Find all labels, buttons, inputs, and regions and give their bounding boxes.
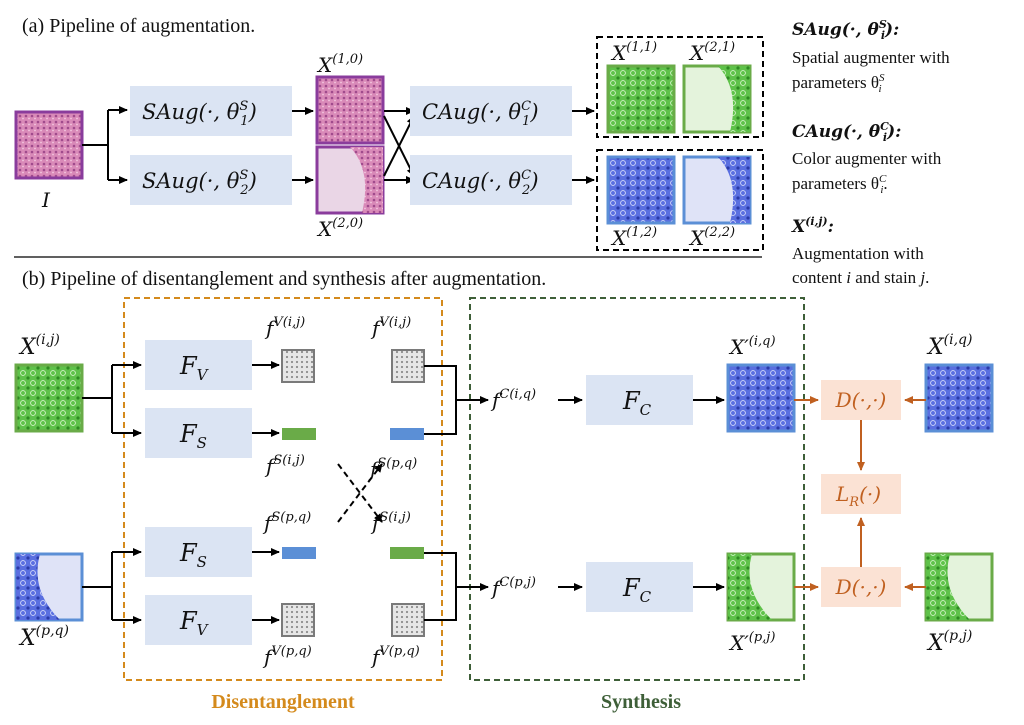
xpq-texture bbox=[16, 554, 60, 620]
input-branch-connector bbox=[82, 106, 128, 184]
xpiq-image bbox=[726, 363, 796, 433]
xpj-texture bbox=[926, 554, 970, 620]
fs-top-box bbox=[145, 408, 252, 458]
swap-arrow-down bbox=[337, 463, 383, 523]
xiq-label: X(i,q) bbox=[926, 332, 973, 360]
fspq-label-right-top: fS(p,q) bbox=[368, 456, 417, 481]
xpiq-label: X′(i,q) bbox=[728, 334, 776, 359]
fv-bottom-label: FV bbox=[179, 607, 210, 639]
fvij-feature-left bbox=[281, 349, 315, 383]
input-image bbox=[14, 110, 84, 180]
fspq-feature-right bbox=[390, 428, 424, 440]
d-top-box bbox=[821, 380, 901, 420]
fc-bottom-box bbox=[586, 562, 693, 612]
fciq-label: fC(i,q) bbox=[490, 387, 536, 412]
fvpq-label-left: fV(p,q) bbox=[262, 644, 312, 669]
xij-branch-connector bbox=[82, 361, 142, 437]
d-bottom-box bbox=[821, 567, 901, 607]
fspq-label-left: fS(p,q) bbox=[262, 510, 311, 535]
fvij-feature-right bbox=[391, 349, 425, 383]
blue-output-group bbox=[596, 149, 764, 251]
x20-label: X(2,0) bbox=[316, 216, 363, 241]
fv-top-label: FV bbox=[179, 352, 210, 384]
legend-caug-desc1: Color augmenter with bbox=[792, 149, 942, 168]
fs-bottom-label: FS bbox=[179, 539, 207, 571]
fcpj-label: fC(p,j) bbox=[490, 575, 536, 600]
x22-label: X(2,2) bbox=[688, 225, 735, 250]
legend-x-desc2: content i and stain j. bbox=[792, 268, 929, 287]
panel-a-caption: (a) Pipeline of augmentation. bbox=[22, 15, 255, 37]
fv-bottom-box bbox=[145, 595, 252, 645]
fvij-label-left: fV(i,j) bbox=[264, 315, 305, 340]
lr-box bbox=[821, 474, 901, 514]
d-bottom-label: D(·,·) bbox=[835, 575, 887, 599]
x20-texture bbox=[350, 147, 383, 213]
fvpq-feature-right bbox=[391, 603, 425, 637]
fc-top-box bbox=[586, 375, 693, 425]
xiq-image bbox=[924, 363, 994, 433]
xppj-texture bbox=[728, 554, 772, 620]
fsij-feature-right bbox=[390, 547, 424, 559]
legend-x-desc1: Augmentation with bbox=[792, 244, 924, 263]
xij-label: X(i,j) bbox=[18, 332, 60, 360]
fc-bottom-label: FC bbox=[622, 574, 652, 606]
panel-b-caption: (b) Pipeline of disentanglement and synt… bbox=[22, 268, 546, 290]
swap-arrow-up bbox=[337, 463, 383, 523]
xppj-label: X′(p,j) bbox=[728, 630, 775, 655]
saug1-box bbox=[130, 86, 292, 136]
x12-label: X(1,2) bbox=[610, 225, 657, 250]
fsij-feature-left bbox=[282, 428, 316, 440]
caug2-box bbox=[410, 155, 572, 205]
x12-image bbox=[606, 155, 676, 225]
d-top-label: D(·,·) bbox=[835, 388, 887, 412]
fsij-label-left: fS(i,j) bbox=[264, 453, 305, 478]
x22-texture bbox=[718, 157, 750, 223]
green-output-group bbox=[596, 36, 764, 138]
cross-arrows-a bbox=[383, 107, 415, 184]
xij-image bbox=[14, 363, 84, 433]
x10-label: X(1,0) bbox=[316, 52, 363, 77]
fs-bottom-box bbox=[145, 527, 252, 577]
lr-label: LR(·) bbox=[835, 482, 881, 510]
caug1-box bbox=[410, 86, 572, 136]
xpq-label: X(p,q) bbox=[18, 623, 69, 651]
fvpq-label-right: fV(p,q) bbox=[370, 644, 420, 669]
fs-top-label: FS bbox=[179, 420, 207, 452]
fvpq-feature-left bbox=[281, 603, 315, 637]
xpq-branch-connector bbox=[82, 548, 142, 624]
fspq-feature-left bbox=[282, 547, 316, 559]
merge-connectors bbox=[424, 365, 489, 621]
synthesis-label: Synthesis bbox=[601, 691, 681, 713]
encoder-output-arrows bbox=[252, 361, 280, 624]
xpj-label: X(p,j) bbox=[926, 628, 972, 656]
x11-image bbox=[606, 64, 676, 134]
x10-image bbox=[315, 75, 385, 145]
fvij-label-right: fV(i,j) bbox=[370, 315, 411, 340]
legend-saug-desc1: Spatial augmenter with bbox=[792, 48, 950, 67]
saug2-box bbox=[130, 155, 292, 205]
legend-x-title: X(i,j): bbox=[791, 215, 834, 237]
input-image-label: I bbox=[41, 188, 51, 212]
x21-label: X(2,1) bbox=[688, 40, 735, 65]
fc-top-label: FC bbox=[622, 387, 652, 419]
x21-texture bbox=[718, 66, 750, 132]
synthesis-region bbox=[469, 297, 805, 681]
x11-label: X(1,1) bbox=[610, 40, 657, 65]
disentanglement-label: Disentanglement bbox=[211, 691, 355, 713]
fv-top-box bbox=[145, 340, 252, 390]
